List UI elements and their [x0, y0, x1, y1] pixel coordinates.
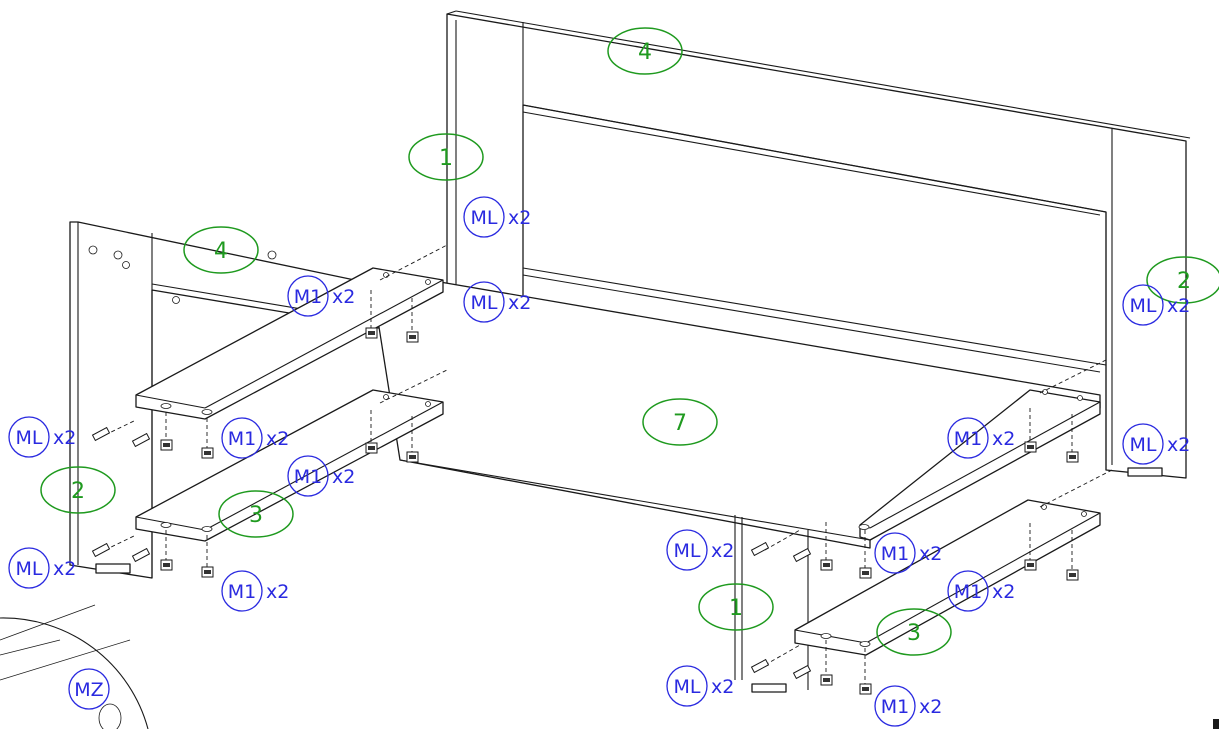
hardware-code: ML	[16, 558, 43, 580]
part-label: 2	[40, 466, 116, 514]
hardware-quantity: x2	[1167, 434, 1190, 456]
hardware-code: ML	[16, 427, 43, 449]
hardware-parts	[91, 327, 1079, 695]
part-number: 7	[673, 411, 687, 436]
hardware-callout: M1 x2	[221, 570, 289, 612]
detail-hardware-code: MZ	[74, 679, 103, 701]
hardware-quantity: x2	[332, 466, 355, 488]
hardware-code: ML	[674, 676, 701, 698]
hardware-code: M1	[294, 466, 322, 488]
part-label: 7	[642, 398, 718, 446]
hardware-code: M1	[228, 428, 256, 450]
hardware-callout: M1 x2	[874, 532, 942, 574]
hardware-callout: ML x2	[463, 196, 531, 238]
hardware-code: ML	[471, 292, 498, 314]
hardware-callout: M1 x2	[287, 275, 355, 317]
hardware-quantity: x2	[1167, 295, 1190, 317]
hardware-quantity: x2	[508, 207, 531, 229]
hardware-quantity: x2	[992, 428, 1015, 450]
page-corner-mark	[1213, 719, 1219, 729]
hardware-callout: ML x2	[1122, 423, 1190, 465]
hardware-code: ML	[471, 207, 498, 229]
hardware-quantity: x2	[711, 676, 734, 698]
part-label: 3	[218, 490, 294, 538]
part-number: 1	[439, 146, 453, 171]
hardware-code: ML	[1130, 295, 1157, 317]
hardware-callout: ML x2	[1122, 284, 1190, 326]
hardware-quantity: x2	[508, 292, 531, 314]
rail-upper-right	[858, 389, 1101, 541]
detail-hardware-circle	[68, 668, 110, 710]
hardware-callout: M1 x2	[874, 685, 942, 727]
rail-lower-left	[135, 389, 444, 542]
part-label: 2	[1146, 256, 1219, 304]
part-label: 4	[183, 226, 259, 274]
hardware-callout: ML x2	[8, 547, 76, 589]
hardware-quantity: x2	[332, 286, 355, 308]
part-number: 3	[249, 503, 263, 528]
hardware-code: M1	[881, 543, 909, 565]
bottom-panel	[369, 269, 1101, 693]
hardware-callout: M1 x2	[947, 417, 1015, 459]
hardware-quantity: x2	[919, 696, 942, 718]
hardware-code: M1	[228, 581, 256, 603]
hardware-callout: M1 x2	[287, 455, 355, 497]
hardware-code: ML	[674, 540, 701, 562]
part-number: 2	[1177, 269, 1191, 294]
part-number: 3	[907, 621, 921, 646]
hardware-quantity: x2	[711, 540, 734, 562]
hardware-code: M1	[881, 696, 909, 718]
hardware-quantity: x2	[53, 558, 76, 580]
hardware-callout: ML x2	[666, 529, 734, 571]
hardware-callout: ML x2	[8, 416, 76, 458]
hardware-quantity: x2	[266, 428, 289, 450]
hardware-code: M1	[954, 428, 982, 450]
hardware-code: M1	[294, 286, 322, 308]
part-number: 2	[71, 479, 85, 504]
hardware-code: M1	[954, 581, 982, 603]
part-label: 4	[607, 27, 683, 75]
hardware-quantity: x2	[992, 581, 1015, 603]
rail-upper-left	[135, 267, 444, 420]
hardware-callout: M1 x2	[221, 417, 289, 459]
hardware-code: ML	[1130, 434, 1157, 456]
detail-view: MZ	[0, 604, 149, 729]
hardware-quantity: x2	[919, 543, 942, 565]
hardware-callout: ML x2	[463, 281, 531, 323]
hardware-quantity: x2	[266, 581, 289, 603]
assembly-guide-lines	[104, 244, 1113, 685]
part-label: 1	[408, 133, 484, 181]
part-number: 1	[729, 596, 743, 621]
hardware-callout: ML x2	[666, 665, 734, 707]
part-label: 1	[698, 583, 774, 631]
part-number: 4	[638, 40, 652, 65]
hardware-callout: M1 x2	[947, 570, 1015, 612]
part-label: 3	[876, 608, 952, 656]
hardware-quantity: x2	[53, 427, 76, 449]
part-number: 4	[214, 239, 228, 264]
